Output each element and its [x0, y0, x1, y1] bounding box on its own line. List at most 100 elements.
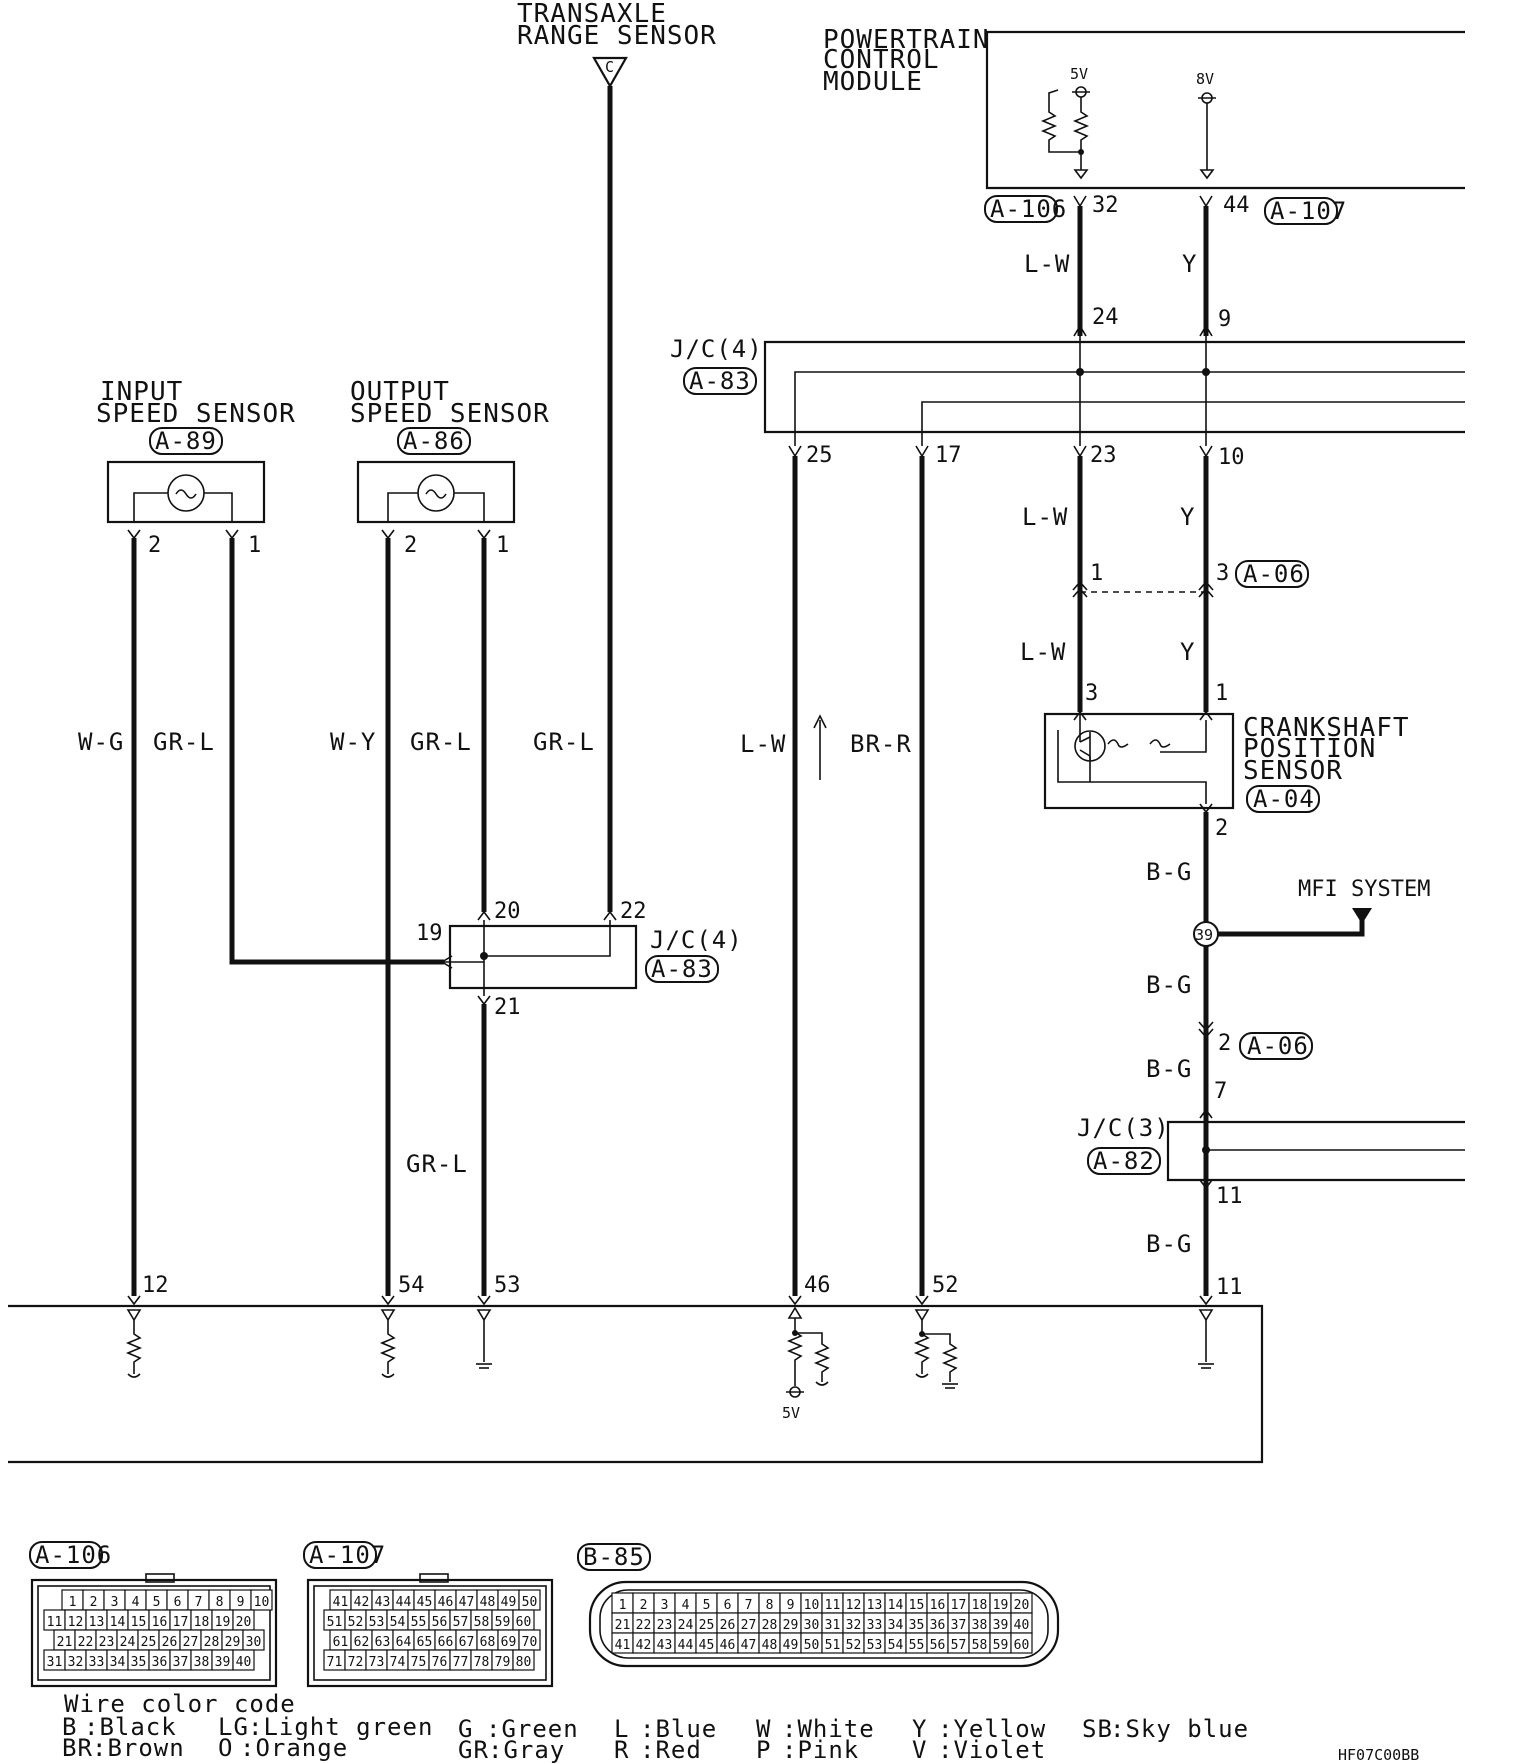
pin-oss-2: 2: [404, 533, 417, 558]
tcm-5v-label: 5V: [782, 1404, 800, 1422]
connector-pin-number: 15: [909, 1598, 925, 1613]
legend-code-sb: SB: [1082, 1715, 1113, 1743]
svg-text:C: C: [605, 58, 614, 76]
wire-label-gr-l-lower: GR-L: [406, 1150, 468, 1178]
connector-pin-number: 51: [327, 1615, 343, 1630]
pcm-label-line2: CONTROL: [823, 45, 940, 75]
connector-view-a106-label: A-106: [35, 1541, 112, 1569]
legend-code-gr: GR: [458, 1736, 489, 1764]
pin-tcm-46: 46: [804, 1273, 831, 1298]
legend-code-b: B: [62, 1713, 77, 1741]
connector-pin-cell: [250, 1589, 273, 1611]
connector-pin-number: 9: [787, 1598, 795, 1613]
legend-code-v: V: [912, 1736, 927, 1764]
connector-pin-number: 28: [204, 1635, 220, 1650]
svg-text:A-06: A-06: [1243, 560, 1305, 588]
svg-text:A-89: A-89: [155, 427, 217, 455]
connector-pin-number: 56: [432, 1615, 448, 1630]
connector-pin-number: 55: [909, 1638, 925, 1653]
connector-pin-number: 16: [152, 1615, 168, 1630]
wire-label-b-g-4: B-G: [1146, 1230, 1192, 1258]
connector-pin-number: 32: [68, 1655, 84, 1670]
connector-pin-number: 31: [825, 1618, 841, 1633]
legend-code-lg: LG: [218, 1713, 249, 1741]
legend-code-p: P: [756, 1736, 771, 1764]
connector-pin-number: 35: [909, 1618, 925, 1633]
connector-pin-number: 22: [636, 1618, 652, 1633]
connector-pin-number: 38: [972, 1618, 988, 1633]
svg-text:A-106: A-106: [990, 195, 1067, 223]
connector-pin-number: 29: [783, 1618, 799, 1633]
connector-pin-number: 63: [375, 1635, 391, 1650]
connector-pin-number: 60: [1014, 1638, 1030, 1653]
connector-pin-number: 79: [495, 1655, 511, 1670]
connector-pin-number: 41: [333, 1595, 349, 1610]
svg-text:A-06: A-06: [1247, 1032, 1309, 1060]
legend-name-l: :Blue: [640, 1715, 717, 1743]
wire-gr-l-input: [229, 538, 444, 965]
connector-pin-number: 25: [141, 1635, 157, 1650]
connector-pin-number: 70: [522, 1635, 538, 1650]
connector-pin-number: 65: [417, 1635, 433, 1650]
legend-code-w: W: [756, 1715, 771, 1743]
connector-pin-number: 30: [804, 1618, 820, 1633]
joint-connector-jc4-top: J/C(4) A-83: [670, 335, 1465, 446]
connector-pin-number: 39: [215, 1655, 231, 1670]
output-speed-sensor: OUTPUT SPEED SENSOR A-86: [350, 377, 549, 540]
pin-jc-24: 24: [1092, 305, 1119, 330]
ckp-sensor-box: [1043, 712, 1235, 810]
connector-pin-number: 33: [89, 1655, 105, 1670]
connector-pin-number: 8: [766, 1598, 774, 1613]
connector-pin-number: 45: [417, 1595, 433, 1610]
jc4-mid-label: J/C(4): [650, 926, 743, 954]
connector-pin-number: 59: [993, 1638, 1009, 1653]
wire-label-l-w-3: L-W: [1020, 638, 1066, 666]
pcm-label-line3: MODULE: [823, 67, 923, 97]
legend-name-o: :Orange: [240, 1734, 348, 1762]
connector-pin-cell: [1010, 1632, 1033, 1654]
pin-tcm-12: 12: [142, 1273, 169, 1298]
connector-pin-number: 1: [619, 1598, 627, 1613]
connector-pin-number: 10: [254, 1595, 270, 1610]
figure-code: HF07C00BB: [1338, 1746, 1419, 1764]
connector-pin-number: 43: [657, 1638, 673, 1653]
connector-badge-a83-mid: A-83: [645, 955, 719, 983]
connector-pin-number: 36: [152, 1655, 168, 1670]
connector-pin-number: 46: [720, 1638, 736, 1653]
input-speed-sensor: INPUT SPEED SENSOR A-89: [96, 377, 295, 540]
pin-jc-22: 22: [620, 899, 647, 924]
pin-pcm-44: 44: [1223, 193, 1250, 218]
pin-jc-17: 17: [935, 443, 962, 468]
connector-pin-number: 6: [724, 1598, 732, 1613]
connector-pin-number: 67: [459, 1635, 475, 1650]
connector-pin-number: 76: [432, 1655, 448, 1670]
connector-pin-number: 73: [369, 1655, 385, 1670]
connector-pin-cell: [232, 1649, 255, 1671]
legend-name-sb: :Sky blue: [1110, 1715, 1249, 1743]
pin-tcm-53: 53: [494, 1273, 521, 1298]
ckp-label-line1: CRANKSHAFT: [1243, 713, 1410, 743]
svg-text:39: 39: [1195, 926, 1213, 944]
legend-title: Wire color code: [64, 1690, 296, 1718]
pin-pcm-32: 32: [1092, 193, 1119, 218]
connector-pin-number: 20: [236, 1615, 252, 1630]
svg-text:A-82: A-82: [1093, 1147, 1155, 1175]
connector-pin-number: 4: [132, 1595, 140, 1610]
connector-pin-number: 49: [501, 1595, 517, 1610]
pin-jc3-7: 7: [1214, 1079, 1227, 1104]
connector-pin-number: 52: [348, 1615, 364, 1630]
connector-pin-number: 24: [678, 1618, 694, 1633]
connector-pin-number: 50: [522, 1595, 538, 1610]
connector-pin-number: 48: [762, 1638, 778, 1653]
connector-pin-number: 29: [225, 1635, 241, 1650]
connector-pin-number: 6: [174, 1595, 182, 1610]
connector-badge-a86: A-86: [397, 427, 471, 455]
pcm-8v-label: 8V: [1196, 70, 1214, 88]
connector-pin-number: 42: [636, 1638, 652, 1653]
legend-name-br: :Brown: [92, 1734, 185, 1762]
connector-pin-number: 2: [640, 1598, 648, 1613]
wire-label-w-y: W-Y: [330, 728, 376, 756]
